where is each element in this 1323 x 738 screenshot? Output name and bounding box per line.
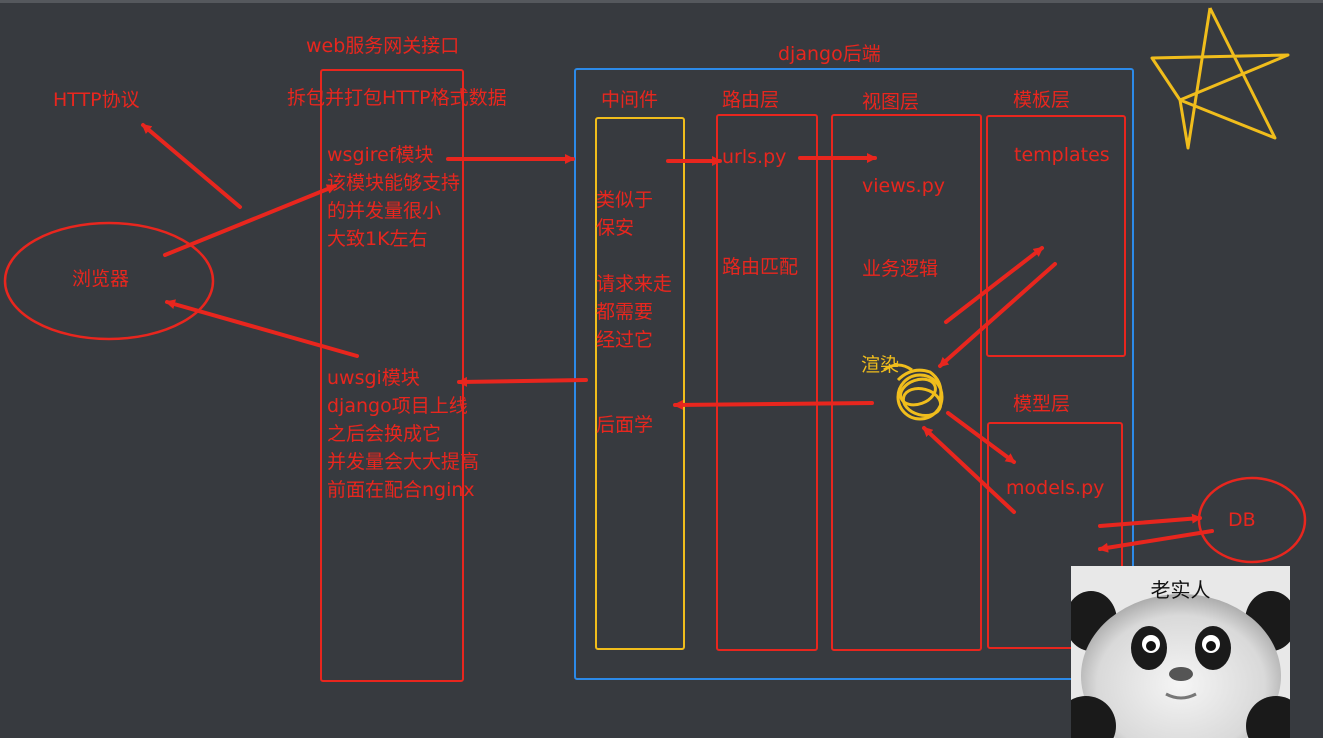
middleware-description: 类似于 保安 请求来走 都需要 经过它 <box>596 186 672 354</box>
wsgiref-text: wsgiref模块 该模块能够支持 的并发量很小 大致1K左右 <box>327 141 460 253</box>
arrow-render-to-middleware <box>675 403 872 405</box>
arrow-uwsgi-to-browser <box>167 302 357 356</box>
http-protocol-label: HTTP协议 <box>53 86 140 114</box>
urls-py-label: urls.py <box>722 143 786 171</box>
gateway-subtitle: 拆包并打包HTTP格式数据 <box>287 84 507 112</box>
arrow-render-to-models <box>948 413 1014 462</box>
middleware-later-note: 后面学 <box>596 411 653 439</box>
route-match-label: 路由匹配 <box>722 253 798 281</box>
arrow-to-http-label <box>143 125 240 207</box>
views-py-label: views.py <box>862 172 945 200</box>
arrow-db-to-models <box>1100 531 1212 549</box>
template-layer-title: 模板层 <box>1013 86 1070 114</box>
render-label: 渲染 <box>861 351 899 379</box>
browser-label: 浏览器 <box>72 265 129 293</box>
arrow-models-to-render <box>924 428 1014 512</box>
uwsgi-text: uwsgi模块 django项目上线 之后会换成它 并发量会大大提高 前面在配合… <box>327 364 479 504</box>
panda-meme-image: 老实人 <box>1071 566 1290 738</box>
business-logic-label: 业务逻辑 <box>862 255 938 283</box>
db-label: DB <box>1228 506 1256 534</box>
middleware-title: 中间件 <box>601 86 658 114</box>
meme-caption: 老实人 <box>1071 574 1290 603</box>
model-layer-title: 模型层 <box>1013 390 1070 418</box>
django-backend-title: django后端 <box>778 40 881 68</box>
gateway-title: web服务网关接口 <box>306 32 459 60</box>
arrow-render-to-templates <box>946 248 1042 322</box>
view-layer-title: 视图层 <box>862 88 919 116</box>
router-layer-title: 路由层 <box>722 86 779 114</box>
arrow-models-to-db <box>1100 518 1200 526</box>
star-doodle-icon <box>1152 8 1288 148</box>
templates-label: templates <box>1014 141 1110 169</box>
models-py-label: models.py <box>1006 474 1104 502</box>
arrow-browser-to-wsgiref <box>165 186 335 255</box>
